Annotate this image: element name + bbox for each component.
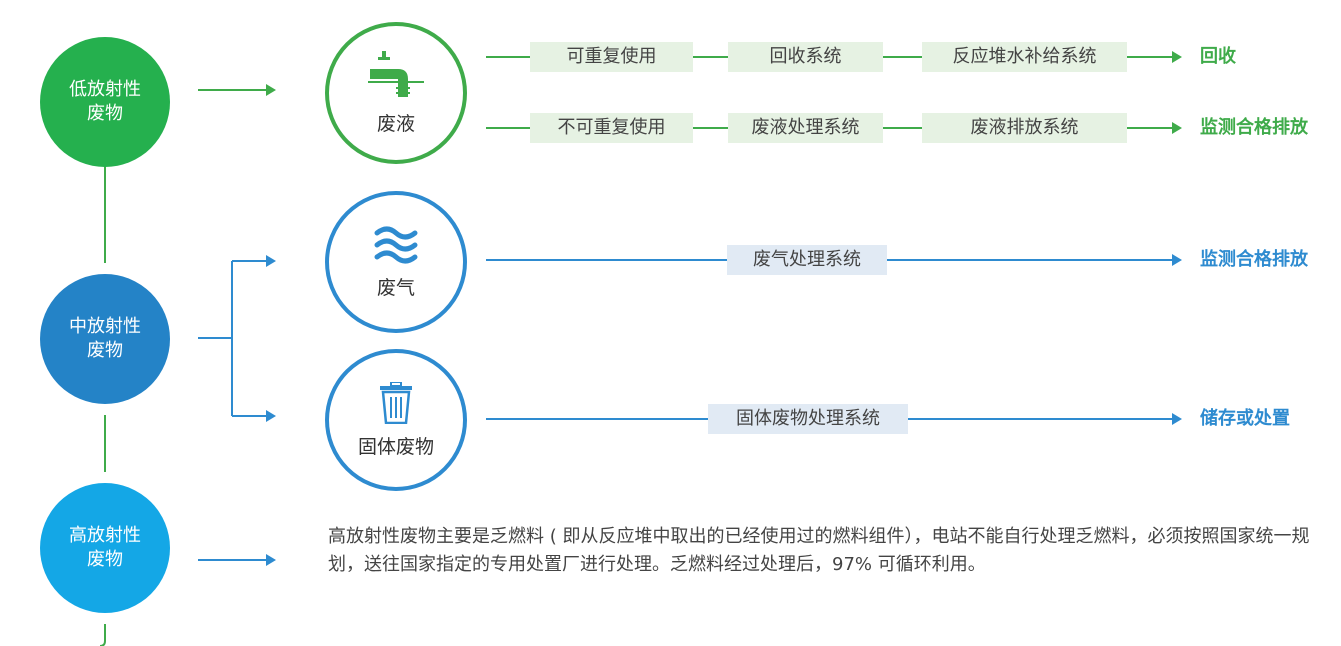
liquid-row2-step-3: 废液排放系统 <box>922 113 1127 143</box>
high-arrow-head <box>266 554 276 566</box>
liquid-row2-head <box>1172 122 1182 134</box>
solid-waste-label: 固体废物 <box>357 435 434 458</box>
faucet-icon <box>368 50 424 105</box>
solid-row-head <box>1172 413 1182 425</box>
gas-row-head <box>1172 254 1182 266</box>
mid-fork-top-head <box>266 255 276 267</box>
high-node-line2: 废物 <box>87 549 123 570</box>
liquid-row2-result: 监测合格排放 <box>1200 117 1308 138</box>
liquid-waste-node: 废液 <box>325 22 467 164</box>
liquid-row1-step-1: 可重复使用 <box>530 42 693 72</box>
gas-result: 监测合格排放 <box>1200 249 1308 270</box>
liquid-row1-result: 回收 <box>1200 46 1236 67</box>
trash-bin-icon <box>378 380 414 428</box>
liquid-waste-label: 废液 <box>376 112 415 135</box>
low-radioactive-waste-node: 低放射性 废物 <box>40 37 170 167</box>
liquid-row1-head <box>1172 51 1182 63</box>
gas-waste-node: 废气 <box>325 191 467 333</box>
mid-node-line1: 中放射性 <box>69 316 141 337</box>
low-node-line2: 废物 <box>87 103 123 124</box>
wind-waves-icon <box>373 225 419 269</box>
mid-node-line2: 废物 <box>87 340 123 361</box>
high-node-line1: 高放射性 <box>69 525 141 546</box>
solid-result: 储存或处置 <box>1200 408 1290 429</box>
liquid-row2-step-1: 不可重复使用 <box>530 113 693 143</box>
solid-waste-node: 固体废物 <box>325 349 467 491</box>
liquid-row2-step-2: 废液处理系统 <box>728 113 883 143</box>
high-waste-description: 高放射性废物主要是乏燃料 ( 即从反应堆中取出的已经使用过的燃料组件），电站不能… <box>328 526 1310 575</box>
low-arrow-head <box>266 84 276 96</box>
solid-step: 固体废物处理系统 <box>708 404 908 434</box>
gas-step: 废气处理系统 <box>727 245 887 275</box>
high-radioactive-waste-node: 高放射性 废物 <box>40 483 170 613</box>
liquid-row1-step-3: 反应堆水补给系统 <box>922 42 1127 72</box>
mid-radioactive-waste-node: 中放射性 废物 <box>40 274 170 404</box>
low-node-line1: 低放射性 <box>69 79 141 100</box>
trunk-line-3 <box>99 624 106 646</box>
liquid-row1-step-2: 回收系统 <box>728 42 883 72</box>
gas-waste-label: 废气 <box>376 276 415 299</box>
mid-fork-bottom-head <box>266 410 276 422</box>
